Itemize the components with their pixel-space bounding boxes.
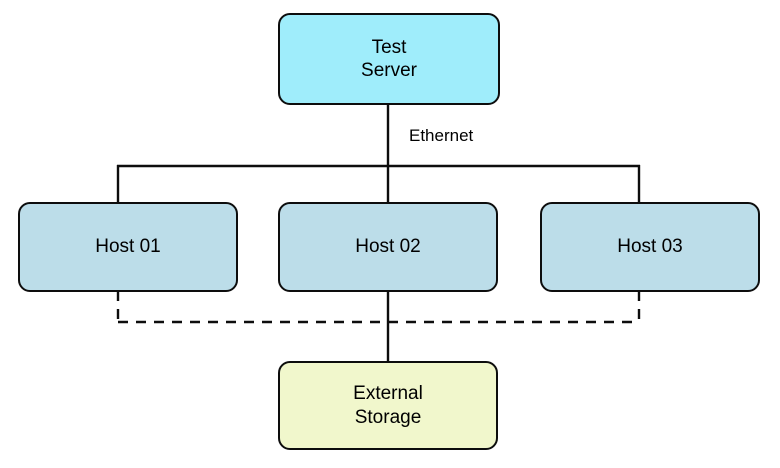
node-host-02-label: Host 02 — [355, 236, 421, 258]
edge-label-ethernet: Ethernet — [409, 126, 474, 145]
node-test-server[interactable]: Test Server — [278, 13, 500, 105]
node-host-03[interactable]: Host 03 — [540, 202, 760, 292]
node-external-storage-label: External Storage — [353, 383, 423, 428]
node-host-01-label: Host 01 — [95, 236, 161, 258]
node-test-server-label: Test Server — [361, 36, 417, 81]
node-host-02[interactable]: Host 02 — [278, 202, 498, 292]
node-external-storage[interactable]: External Storage — [278, 361, 498, 450]
node-host-03-label: Host 03 — [617, 236, 683, 258]
node-host-01[interactable]: Host 01 — [18, 202, 238, 292]
